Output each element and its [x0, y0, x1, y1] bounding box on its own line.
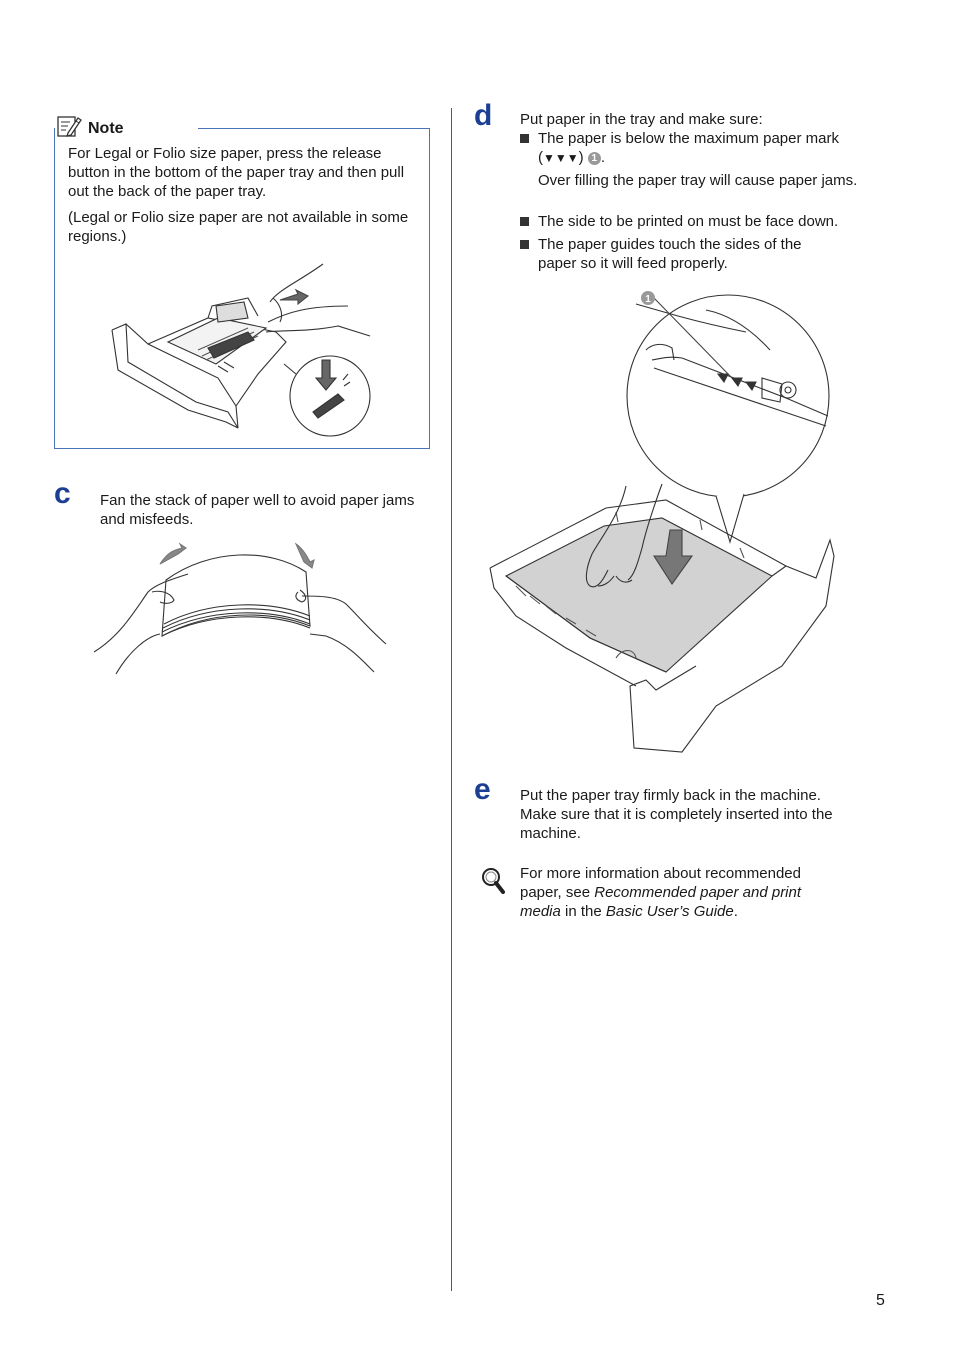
- step-d-bullet-1-sub: Over filling the paper tray will cause p…: [538, 172, 858, 189]
- bullet-1-text-b: ): [578, 149, 584, 166]
- note-paragraph-1: For Legal or Folio size paper, press the…: [68, 145, 405, 200]
- step-e-text: Put the paper tray firmly back in the ma…: [520, 787, 833, 842]
- step-d-intro: Put paper in the tray and make sure:: [520, 111, 763, 128]
- bullet-2-text: The side to be printed on must be face d…: [538, 213, 839, 230]
- bullet-1-text-a: The paper is below the maximum paper mar…: [538, 130, 839, 166]
- bullet-square: [520, 134, 529, 143]
- callout-1-badge: 1: [587, 152, 601, 165]
- note-header: Note: [56, 114, 124, 143]
- reference-guide-title: Basic User’s Guide: [605, 903, 734, 920]
- step-c-text: Fan the stack of paper well to avoid pap…: [100, 492, 415, 528]
- bullet-1-end: .: [600, 149, 605, 166]
- reference-text-a: For more information about recommended p…: [520, 865, 801, 901]
- reference-text-b: in the: [560, 903, 606, 920]
- note-title: Note: [88, 119, 124, 137]
- step-e-letter: e: [474, 773, 491, 806]
- note-box-top-border: [198, 128, 429, 129]
- callout-1-label: 1: [645, 294, 651, 305]
- tray-release-illustration: [108, 262, 378, 447]
- reference-text-c: .: [733, 903, 738, 920]
- column-divider: [451, 108, 452, 1291]
- step-d-letter: d: [474, 99, 493, 132]
- bullet-square: [520, 217, 529, 226]
- tray-load-paper-illustration: 1: [486, 286, 842, 761]
- step-c-letter: c: [54, 477, 71, 510]
- bullet-square: [520, 240, 529, 249]
- page-number: 5: [876, 1292, 885, 1309]
- reference-text: For more information about recommended p…: [520, 864, 840, 921]
- magnifier-icon: [480, 866, 506, 901]
- note-paragraph-2: (Legal or Folio size paper are not avail…: [68, 209, 409, 245]
- reference-link-paper-media: Recommended paper and print media: [520, 884, 802, 920]
- step-d-bullet-2: The side to be printed on must be face d…: [520, 212, 860, 231]
- step-d-bullet-1: The paper is below the maximum paper mar…: [520, 129, 860, 168]
- bullet-1-text: The paper is below the maximum paper mar…: [538, 129, 858, 168]
- note-box: [54, 128, 430, 449]
- bullet-3-text: The paper guides touch the sides of the …: [538, 236, 802, 272]
- fan-paper-illustration: [90, 540, 390, 685]
- note-pencil-icon: [56, 114, 82, 143]
- max-paper-mark-glyph: ▼▼▼: [543, 151, 579, 165]
- step-d-bullet-3: The paper guides touch the sides of the …: [520, 235, 860, 273]
